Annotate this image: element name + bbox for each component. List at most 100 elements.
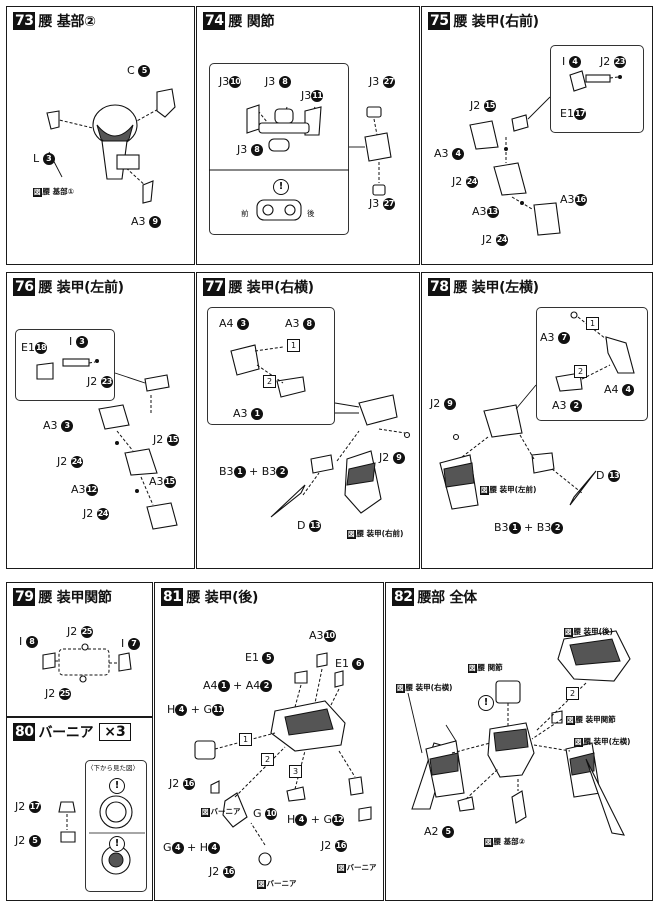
part-label-l3: L 3	[33, 152, 55, 165]
ref-rear-armor: 図腰 装甲(後)	[564, 627, 613, 637]
part-label-a4-3: A4 3	[219, 317, 250, 330]
sub-step-2-marker: 2	[566, 687, 579, 700]
right-front-armor-diagram	[469, 70, 622, 236]
ref-left-side-armor: 図腰 装甲(左横)	[574, 737, 631, 747]
part-label-e1-18: E118	[21, 341, 47, 354]
quantity-badge: ×3	[99, 723, 131, 741]
part-label-a3-16: A316	[560, 193, 587, 206]
step-77-title: 77 腰 装甲(右横)	[203, 277, 314, 297]
left-side-armor-diagram	[439, 311, 635, 510]
step-78-title: 78 腰 装甲(左横)	[428, 277, 539, 297]
part-label-j2-25: J2 25	[67, 625, 93, 638]
step-75-title: 75 腰 装甲(右前)	[428, 11, 539, 31]
part-label-a3-9: A3 9	[131, 215, 162, 228]
part-label-a3-7: A3 7	[540, 331, 571, 344]
sub-step-1-marker: 1	[287, 339, 300, 352]
step-73-title: 73 腰 基部②	[13, 11, 96, 31]
step-82-panel: 82 腰部 全体 2 図腰 装甲(後) 図腰 関節 !	[385, 582, 653, 901]
step-name: 腰 装甲関節	[38, 590, 112, 606]
rear-armor-diagram	[194, 652, 372, 866]
waist-joint-diagram	[209, 104, 392, 221]
part-label-j3-27: J3 27	[369, 75, 395, 88]
part-label-g10: G 10	[253, 807, 278, 820]
part-label-i4: I 4	[562, 55, 581, 68]
part-label-a3-2: A3 2	[552, 399, 583, 412]
step-name: 腰 装甲(左前)	[38, 280, 124, 296]
caution-icon: !	[109, 836, 125, 852]
part-label-j2-15: J2 15	[470, 99, 496, 112]
part-label-j3-10: J310	[219, 75, 242, 88]
ref-waist-base-1: 図腰 基部①	[33, 187, 74, 197]
step-name: 腰 基部②	[38, 14, 96, 30]
bottom-view-caption: 〈下から見た図〉	[87, 764, 139, 772]
ref-vernier: 図バーニア	[337, 863, 377, 873]
part-label-j2-16b: J2 16	[321, 839, 347, 852]
step-number: 74	[203, 12, 226, 30]
part-label-j2-9: J2 9	[379, 451, 405, 464]
step-name: バーニア	[38, 725, 94, 741]
part-label-j2-23: J2 23	[600, 55, 626, 68]
part-label-j2-16: J2 16	[169, 777, 195, 790]
part-label-j3-8b: J3 8	[237, 143, 263, 156]
step-number: 82	[392, 588, 415, 606]
step-number: 73	[13, 12, 36, 30]
sub-step-3-marker: 3	[289, 765, 302, 778]
part-label-d13: D 13	[297, 519, 321, 532]
part-label-a2-5: A2 5	[424, 825, 455, 838]
sub-step-1-marker: 1	[239, 733, 252, 746]
step-name: 腰 装甲(後)	[186, 590, 259, 606]
sub-step-2-marker: 2	[574, 365, 587, 378]
caution-icon: !	[478, 695, 494, 711]
part-label-j3-11: J311	[301, 89, 324, 102]
vernier-diagram	[58, 795, 145, 875]
step-name: 腰部 全体	[417, 590, 477, 606]
step-number: 81	[161, 588, 184, 606]
caution-icon: !	[109, 778, 125, 794]
ref-vernier: 図バーニア	[201, 807, 241, 817]
step-81-title: 81 腰 装甲(後)	[161, 587, 258, 607]
right-side-armor-diagram	[230, 344, 411, 518]
ref-right-side-armor: 図腰 装甲(右横)	[396, 683, 453, 693]
step-number: 79	[13, 588, 36, 606]
label-back: 後	[307, 209, 315, 218]
step-number: 80	[13, 723, 36, 741]
part-label-j2-23: J2 23	[87, 375, 113, 388]
part-label-j2-24: J2 24	[452, 175, 478, 188]
step-number: 78	[428, 278, 451, 296]
part-label-a3-1: A3 1	[233, 407, 264, 420]
armor-joint-diagram	[42, 643, 132, 683]
part-label-i7: I 7	[121, 637, 140, 650]
step-number: 77	[203, 278, 226, 296]
waist-base-diagram	[46, 88, 176, 204]
step-79-panel: 79 腰 装甲関節 I 8 J2 25 I 7 J2 25	[6, 582, 153, 717]
label-front: 前	[241, 209, 249, 218]
part-label-a3-8: A3 8	[285, 317, 316, 330]
step-82-title: 82 腰部 全体	[392, 587, 477, 607]
step-number: 75	[428, 12, 451, 30]
part-label-d13: D 13	[596, 469, 620, 482]
step-name: 腰 装甲(右横)	[228, 280, 314, 296]
caution-icon: !	[273, 179, 289, 195]
part-label-j2-5: J2 5	[15, 834, 41, 847]
step-80-title: 80 バーニア ×3	[13, 722, 131, 742]
step-name: 腰 関節	[228, 14, 275, 30]
part-label-a3-12: A312	[71, 483, 98, 496]
part-label-j2-24b: J2 24	[83, 507, 109, 520]
step-74-panel: 74 腰 関節 J310 J3 8 J311 J3 8 J3 27 J3 27 …	[196, 6, 420, 265]
part-label-e1-6: E1 6	[335, 657, 365, 670]
ref-vernier: 図バーニア	[257, 879, 297, 889]
part-label-j2-16c: J2 16	[209, 865, 235, 878]
step-name: 腰 装甲(左横)	[453, 280, 539, 296]
part-label-j2-17: J2 17	[15, 800, 41, 813]
part-label-j3-8: J3 8	[265, 75, 291, 88]
part-label-a3-15: A315	[149, 475, 176, 488]
ref-armor-joint: 図腰 装甲関節	[566, 715, 616, 725]
ref-waist-joint: 図腰 関節	[468, 663, 503, 673]
